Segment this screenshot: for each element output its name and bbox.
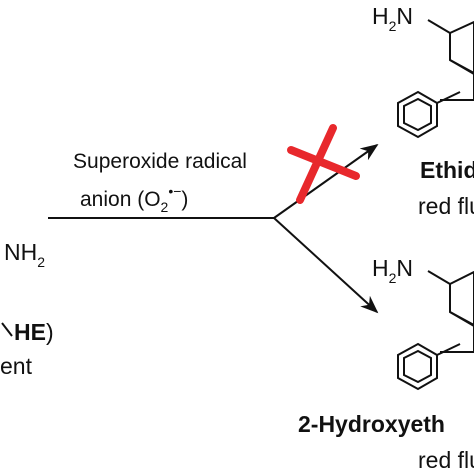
bottom-product-name: 2-Hydroxyeth bbox=[298, 411, 445, 437]
top-amine-label: H2N bbox=[372, 3, 413, 34]
reagent-label-line1: Superoxide radical bbox=[73, 150, 247, 173]
bottom-amine-label: H2N bbox=[372, 255, 413, 286]
product-arrow bbox=[273, 217, 379, 314]
top-product-name: Ethid bbox=[420, 157, 474, 183]
top-product-structure bbox=[397, 19, 474, 139]
blocked-cross-icon bbox=[287, 124, 360, 204]
reagent-label-line2: anion (O2•−) bbox=[80, 183, 188, 215]
left-compound-description: ent bbox=[0, 353, 33, 379]
left-abbrev-bracket bbox=[1, 322, 13, 337]
bottom-product-structure bbox=[397, 270, 474, 391]
left-compound-abbrev: HE) bbox=[14, 319, 54, 345]
bottom-product-description: red flu bbox=[418, 447, 474, 473]
left-nh2-label: NH2 bbox=[4, 239, 45, 270]
top-product-description: red flu bbox=[418, 193, 474, 219]
blocked-arrow bbox=[273, 143, 379, 219]
